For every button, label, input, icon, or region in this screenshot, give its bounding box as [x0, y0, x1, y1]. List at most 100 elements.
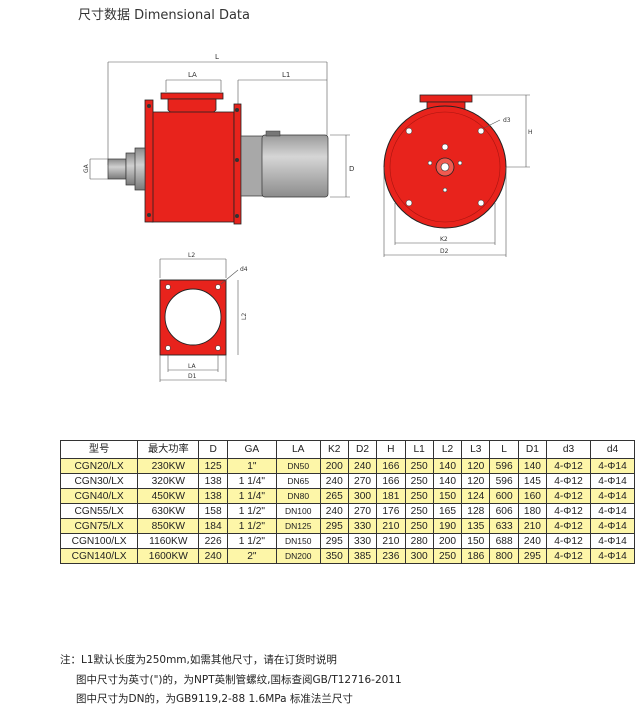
table-cell: 4-Φ14	[589, 458, 635, 474]
table-cell: 186	[461, 548, 491, 564]
table-cell: 165	[432, 503, 463, 519]
table-cell: 4-Φ12	[546, 458, 591, 474]
svg-text:GA: GA	[83, 163, 90, 173]
table-cell: 135	[461, 518, 491, 534]
table-cell: CGN75/LX	[59, 518, 139, 534]
flange-view: L2 L2 d4 LA D1	[159, 252, 248, 382]
header-cell: d3	[546, 440, 591, 459]
table-cell: 210	[376, 533, 406, 549]
table-cell: 4-Φ12	[546, 533, 591, 549]
table-cell: 688	[489, 533, 519, 549]
table-cell: 125	[198, 458, 228, 474]
table-cell: 280	[404, 533, 434, 549]
table-cell: 596	[489, 473, 519, 489]
table-cell: 1 1/2"	[226, 503, 277, 519]
table-cell: 166	[376, 473, 406, 489]
header-cell: L2	[432, 440, 463, 459]
table-cell: 295	[319, 533, 349, 549]
header-cell: D2	[347, 440, 378, 459]
table-cell: 4-Φ12	[546, 518, 591, 534]
table-cell: 630KW	[137, 503, 200, 519]
front-view: d3 H K2 D2	[383, 94, 533, 257]
header-cell: L3	[461, 440, 491, 459]
table-cell: 250	[404, 518, 434, 534]
header-cell: 型号	[59, 440, 139, 459]
table-cell: 120	[461, 473, 491, 489]
dim-LA2-label: LA	[188, 363, 196, 370]
table-cell: 4-Φ12	[546, 503, 591, 519]
table-cell: 240	[198, 548, 228, 564]
table-cell: 1"	[226, 458, 277, 474]
svg-text:L2: L2	[241, 313, 248, 320]
notes: 注：L1默认长度为250mm,如需其他尺寸，请在订货时说明 图中尺寸为英寸(")…	[60, 651, 402, 710]
table-cell: CGN100/LX	[59, 533, 139, 549]
table-cell: 265	[319, 488, 349, 504]
table-cell: 181	[376, 488, 406, 504]
table-cell: 120	[461, 458, 491, 474]
table-cell: 150	[432, 488, 463, 504]
dim-D1-label: D1	[188, 373, 197, 380]
table-cell: 2"	[226, 548, 277, 564]
table-cell: DN80	[275, 488, 321, 504]
table-cell: 140	[432, 458, 463, 474]
table-cell: 4-Φ14	[589, 473, 635, 489]
table-cell: 176	[376, 503, 406, 519]
table-cell: 140	[432, 473, 463, 489]
table-cell: 270	[347, 473, 378, 489]
table-cell: 1 1/4"	[226, 488, 277, 504]
table-cell: CGN30/LX	[59, 473, 139, 489]
table-cell: 320KW	[137, 473, 200, 489]
table-cell: 128	[461, 503, 491, 519]
table-cell: 250	[404, 473, 434, 489]
table-cell: 200	[319, 458, 349, 474]
table-cell: 1 1/4"	[226, 473, 277, 489]
header-cell: D	[198, 440, 228, 459]
table-cell: 240	[319, 503, 349, 519]
table-cell: DN200	[275, 548, 321, 564]
table-cell: 4-Φ12	[546, 488, 591, 504]
header-cell: LA	[275, 440, 321, 459]
table-cell: 250	[404, 503, 434, 519]
table-cell: 140	[517, 458, 548, 474]
header-cell: L1	[404, 440, 434, 459]
note-1: 注：L1默认长度为250mm,如需其他尺寸，请在订货时说明	[60, 654, 337, 666]
dim-K2-label: K2	[440, 236, 448, 243]
table-cell: 166	[376, 458, 406, 474]
dim-L1-label: L1	[282, 71, 290, 79]
table-cell: 184	[198, 518, 228, 534]
table-cell: DN125	[275, 518, 321, 534]
table-cell: 190	[432, 518, 463, 534]
table-cell: 250	[404, 488, 434, 504]
table-cell: 1 1/2"	[226, 533, 277, 549]
table-cell: 270	[347, 503, 378, 519]
table-cell: DN50	[275, 458, 321, 474]
table-cell: 160	[517, 488, 548, 504]
table-cell: 295	[319, 518, 349, 534]
table-cell: 1 1/2"	[226, 518, 277, 534]
table-cell: 138	[198, 473, 228, 489]
table-cell: 250	[432, 548, 463, 564]
header-cell: D1	[517, 440, 548, 459]
dim-d4-label: d4	[240, 266, 248, 273]
table-cell: 600	[489, 488, 519, 504]
table-cell: 300	[404, 548, 434, 564]
technical-drawing: L L1 LA GA D	[83, 53, 533, 382]
table-cell: 633	[489, 518, 519, 534]
table-cell: 4-Φ14	[589, 488, 635, 504]
table-cell: 385	[347, 548, 378, 564]
table-cell: 4-Φ14	[589, 518, 635, 534]
header-cell: d4	[589, 440, 635, 459]
table-cell: 450KW	[137, 488, 200, 504]
dim-D-label: D	[349, 165, 354, 173]
table-cell: 250	[404, 458, 434, 474]
dim-H-label: H	[528, 129, 533, 136]
table-cell: 330	[347, 518, 378, 534]
table-cell: 124	[461, 488, 491, 504]
table-cell: 4-Φ14	[589, 533, 635, 549]
table-cell: 230KW	[137, 458, 200, 474]
